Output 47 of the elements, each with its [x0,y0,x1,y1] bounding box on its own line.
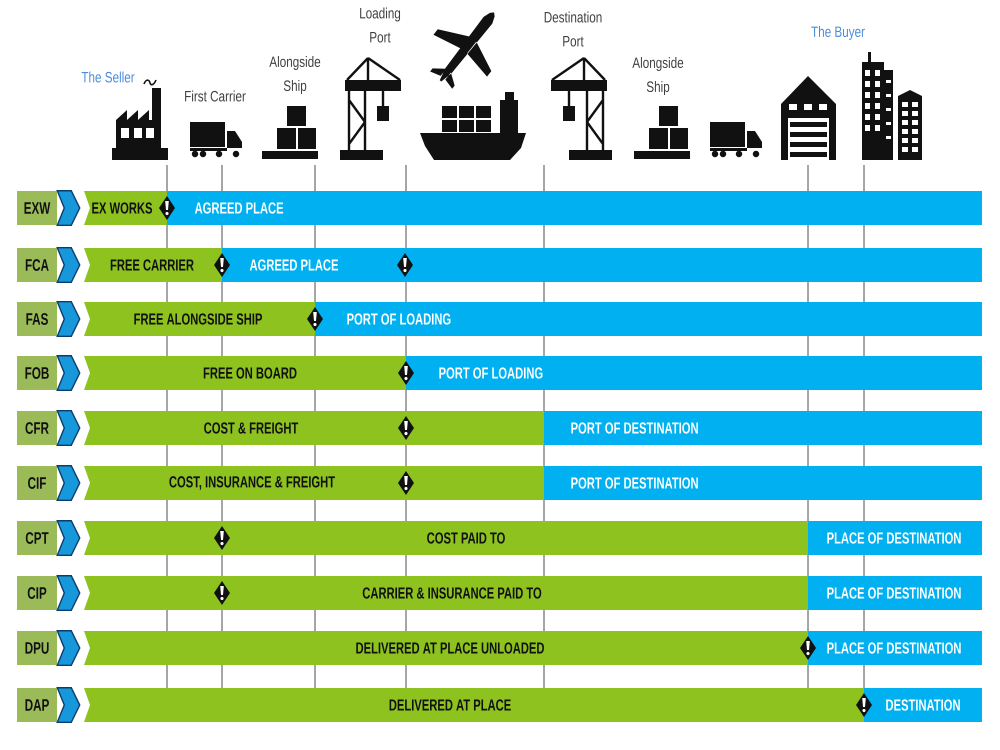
icon-caption: Destination Port [544,12,602,46]
chevron-arrow [56,687,81,723]
chevron-arrow [56,247,81,283]
bar-segment: CARRIER & INSURANCE PAID TO [84,576,808,610]
icon-caption: Alongside Ship [269,56,320,94]
chevron-arrow [56,465,81,501]
code-tab: DPU [17,631,57,665]
code-tab: FOB [17,356,57,390]
code-tab: CPT [17,521,57,555]
bar-segment: FREE ON BOARD [84,356,406,390]
chevron-arrow [56,355,81,391]
bar-segment: PORT OF LOADING [315,302,982,336]
code-tab: DAP [17,688,57,722]
bar-segment: PORT OF DESTINATION [544,466,982,500]
bar-segment: COST PAID TO [84,521,808,555]
bar-segment: FREE CARRIER [84,248,222,282]
icon-caption: Loading Port [360,8,400,42]
code-tab: CFR [17,411,57,445]
bar-segment: AGREED PLACE [222,248,982,282]
code-tab: FCA [17,248,57,282]
bar-segment: DELIVERED AT PLACE UNLOADED [84,631,808,665]
bar-segment: EX WORKS [84,191,167,225]
chevron-arrow [56,630,81,666]
bar-segment: AGREED PLACE [167,191,982,225]
code-tab: EXW [17,191,57,225]
bar-segment: PLACE OF DESTINATION [808,631,982,665]
icon-caption: The Seller [82,72,134,82]
bar-segment: DELIVERED AT PLACE [84,688,864,722]
bar-segment: PLACE OF DESTINATION [808,521,982,555]
bar-segment: PORT OF LOADING [406,356,982,390]
chevron-arrow [56,301,81,337]
bar-segment: PLACE OF DESTINATION [808,576,982,610]
code-tab: CIF [17,466,57,500]
chevron-arrow [56,410,81,446]
code-tab: FAS [17,302,57,336]
bar-segment: COST & FREIGHT [84,411,544,445]
icon-caption: The Buyer [811,26,865,40]
chevron-arrow [56,575,81,611]
icon-caption: Alongside Ship [632,57,684,95]
code-tab: CIP [17,576,57,610]
bar-segment: DESTINATION [864,688,982,722]
chevron-arrow [56,190,81,226]
icon-caption: First Carrier [185,90,246,102]
bar-segment: PORT OF DESTINATION [544,411,982,445]
chevron-arrow [56,520,81,556]
bar-segment: COST, INSURANCE & FREIGHT [84,466,544,500]
bar-segment: FREE ALONGSIDE SHIP [84,302,315,336]
